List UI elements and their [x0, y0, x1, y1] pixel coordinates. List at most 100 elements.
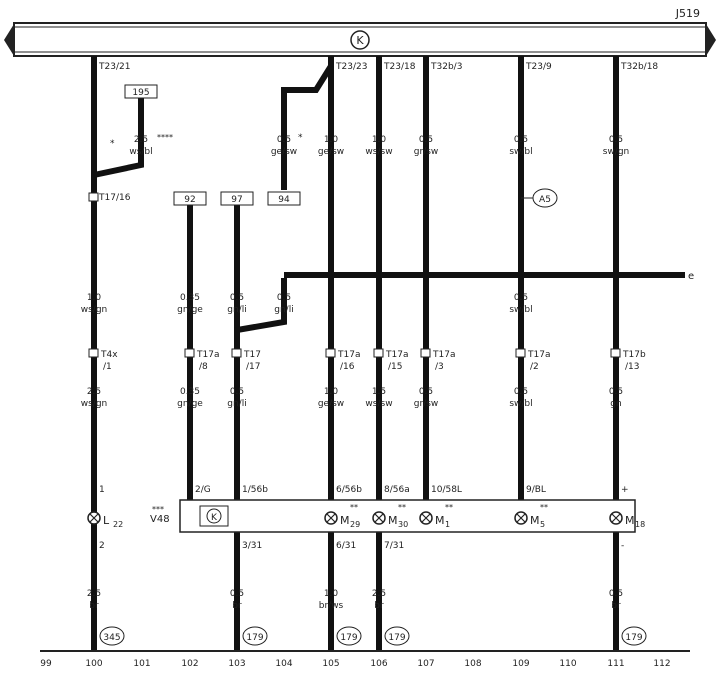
connector-icon — [88, 348, 99, 358]
control-module-bus: K J519 — [4, 7, 716, 57]
circle-ref-a5: A5 — [521, 188, 558, 208]
wire-color-low: sw/bl — [509, 399, 532, 409]
ref-box-195: 195 — [132, 88, 149, 98]
wire-gauge-low: 0.5 — [609, 387, 623, 397]
connector-icon — [610, 348, 621, 358]
component-label: M — [435, 514, 445, 527]
wire-color-top: sw/gn — [603, 147, 630, 157]
lamp-icon-cross — [516, 513, 526, 523]
ground-ref-circle — [384, 626, 410, 646]
wire-gauge-mid: 0.5 — [514, 293, 528, 303]
component-bottom-pin: 7/31 — [384, 541, 404, 551]
branch-wire-color: ws/bl — [129, 147, 152, 157]
connector-pin: /15 — [388, 362, 402, 372]
svg-text:104: 104 — [275, 659, 292, 669]
component-pin: 10/58L — [431, 485, 462, 495]
branch-wire-sup: **** — [157, 133, 173, 142]
wire-gauge-top: 0.5 — [609, 135, 623, 145]
component-label: L — [103, 514, 110, 527]
component-sup: ** — [445, 503, 453, 512]
connector-pin: /17 — [246, 362, 260, 372]
wire-color-top: ws/sw — [365, 147, 392, 157]
ground-ref: 345 — [103, 633, 120, 643]
component-pin: 1/56b — [242, 485, 268, 495]
wire-gauge-top: 0.5 — [419, 135, 433, 145]
connector-label: T17a — [432, 350, 455, 360]
ground-ref-circle — [242, 626, 268, 646]
connector-label: T17a — [196, 350, 219, 360]
component-sup: ** — [540, 503, 548, 512]
connector-pin: /2 — [530, 362, 539, 372]
wire-color-mid: gn/li — [227, 305, 246, 315]
module-label: J519 — [675, 7, 700, 20]
grid-number: 111 — [607, 659, 624, 669]
wire-color-bottom: br — [374, 601, 384, 611]
wire-color-low: gr/sw — [414, 399, 439, 409]
pin-label: T23/21 — [98, 62, 130, 72]
connector-icon — [325, 348, 336, 358]
connector-label: T17a — [527, 350, 550, 360]
ground-ref: 179 — [625, 633, 642, 643]
connector-label: T17b — [622, 350, 646, 360]
wire-color-mid: gn/ge — [177, 305, 203, 315]
connector-label: T17a — [337, 350, 360, 360]
wire-color-low: gn — [610, 399, 621, 409]
component-bottom-pin: 2 — [99, 541, 105, 551]
connector-icon — [184, 348, 195, 358]
reference-boxes: 195 92 97 94 — [124, 84, 301, 206]
wire-color-mid: gn/li — [274, 305, 293, 315]
wire-gauge-low: 1.0 — [324, 387, 339, 397]
panel-label-sup: *** — [152, 505, 164, 514]
wire-gauge-bottom: 1.0 — [324, 589, 339, 599]
wire-color-top: ge/sw — [318, 147, 344, 157]
component-pin: + — [621, 485, 629, 495]
ground-ref-circle — [336, 626, 362, 646]
component-sub: 22 — [113, 520, 123, 529]
wire-gauge-top: 1.0 — [324, 135, 339, 145]
svg-text:110: 110 — [559, 659, 576, 669]
component-sub: 29 — [350, 520, 360, 529]
component-pin: 6/56b — [336, 485, 362, 495]
module-symbol: K — [356, 34, 364, 47]
panel-label: V48 — [150, 514, 170, 525]
wire-color-low: ws/sw — [365, 399, 392, 409]
grid-number: 100 — [85, 659, 102, 669]
ref-box-94: 94 — [278, 195, 290, 205]
ground-ref: 179 — [388, 633, 405, 643]
component-sub: 1 — [445, 520, 450, 529]
connector-icon — [373, 348, 384, 358]
ground-ref-circle — [99, 626, 125, 646]
wire-color-low: gn/ge — [177, 399, 203, 409]
wire-gauge-low: 0.5 — [230, 387, 244, 397]
grid-number: 103 — [228, 659, 245, 669]
jumper-wire-color: ge/sw — [271, 147, 297, 157]
connector-pin: /8 — [199, 362, 208, 372]
connector-label: T17 — [243, 350, 261, 360]
component-bottom-pin: - — [621, 541, 624, 551]
component-sub: 30 — [398, 520, 408, 529]
first-wire-sup: * — [110, 139, 115, 149]
jumper-wire-gauge: 0.5 — [277, 135, 291, 145]
pin-label: T23/9 — [525, 62, 552, 72]
lamp-icon-cross — [374, 513, 384, 523]
connector-label: T17a — [385, 350, 408, 360]
connector-pin: /16 — [340, 362, 355, 372]
pin-label: T23/23 — [335, 62, 367, 72]
lamp-icon-cross — [89, 513, 99, 523]
grid-number: 107 — [417, 659, 434, 669]
wire-gauge-top: 0.5 — [514, 135, 528, 145]
ref-box-92: 92 — [184, 195, 195, 205]
wire-color-low: ws/gn — [81, 399, 108, 409]
grid-number: 106 — [370, 659, 387, 669]
wire-gauge-low: 0.5 — [419, 387, 433, 397]
component-pin: 2/G — [195, 485, 211, 495]
component-sup: ** — [398, 503, 406, 512]
component-pin: 1 — [99, 485, 105, 495]
pin-label: T23/18 — [383, 62, 416, 72]
panel-symbol: K — [211, 513, 218, 523]
wire-gauge-mid: 0.5 — [277, 293, 291, 303]
wire-color-mid: sw/bl — [509, 305, 532, 315]
wire-color-top: sw/bl — [509, 147, 532, 157]
